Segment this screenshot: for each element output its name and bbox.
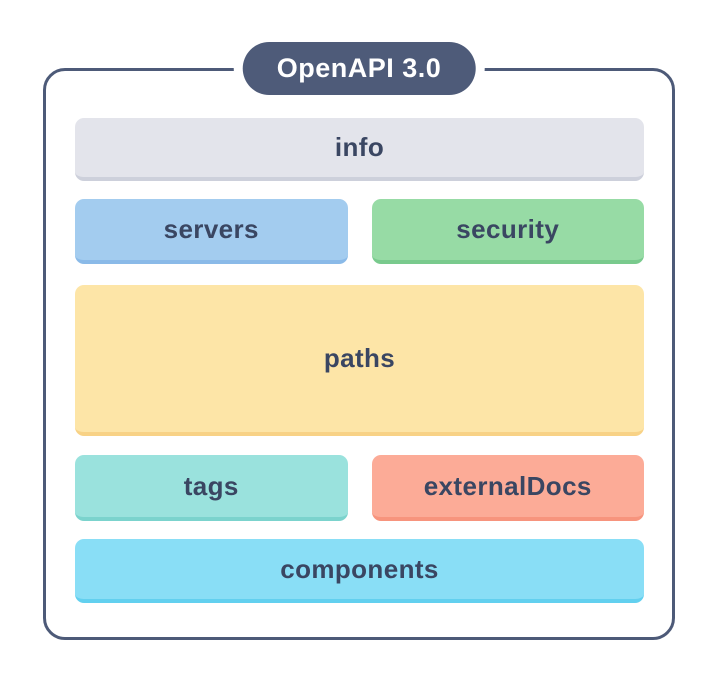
openapi-version-badge: OpenAPI 3.0: [242, 42, 476, 95]
box-components: components: [75, 539, 644, 603]
row-tags-externaldocs: tags externalDocs: [75, 455, 644, 521]
box-security-label: security: [456, 214, 560, 244]
box-components-label: components: [280, 553, 439, 584]
box-servers-label: servers: [163, 214, 259, 244]
box-info-label: info: [334, 132, 385, 162]
box-paths-label: paths: [323, 343, 396, 373]
box-servers: servers: [75, 199, 348, 264]
box-externalDocs-label: externalDocs: [423, 470, 592, 501]
openapi-structure-frame: OpenAPI 3.0 info servers security paths …: [43, 42, 675, 640]
box-externalDocs: externalDocs: [371, 455, 644, 521]
openapi-version-label: OpenAPI 3.0: [276, 53, 442, 83]
row-servers-security: servers security: [75, 199, 644, 264]
box-tags: tags: [75, 455, 348, 521]
box-paths: paths: [75, 285, 644, 436]
box-info: info: [75, 118, 644, 181]
box-security: security: [371, 199, 644, 264]
box-tags-label: tags: [183, 470, 239, 501]
